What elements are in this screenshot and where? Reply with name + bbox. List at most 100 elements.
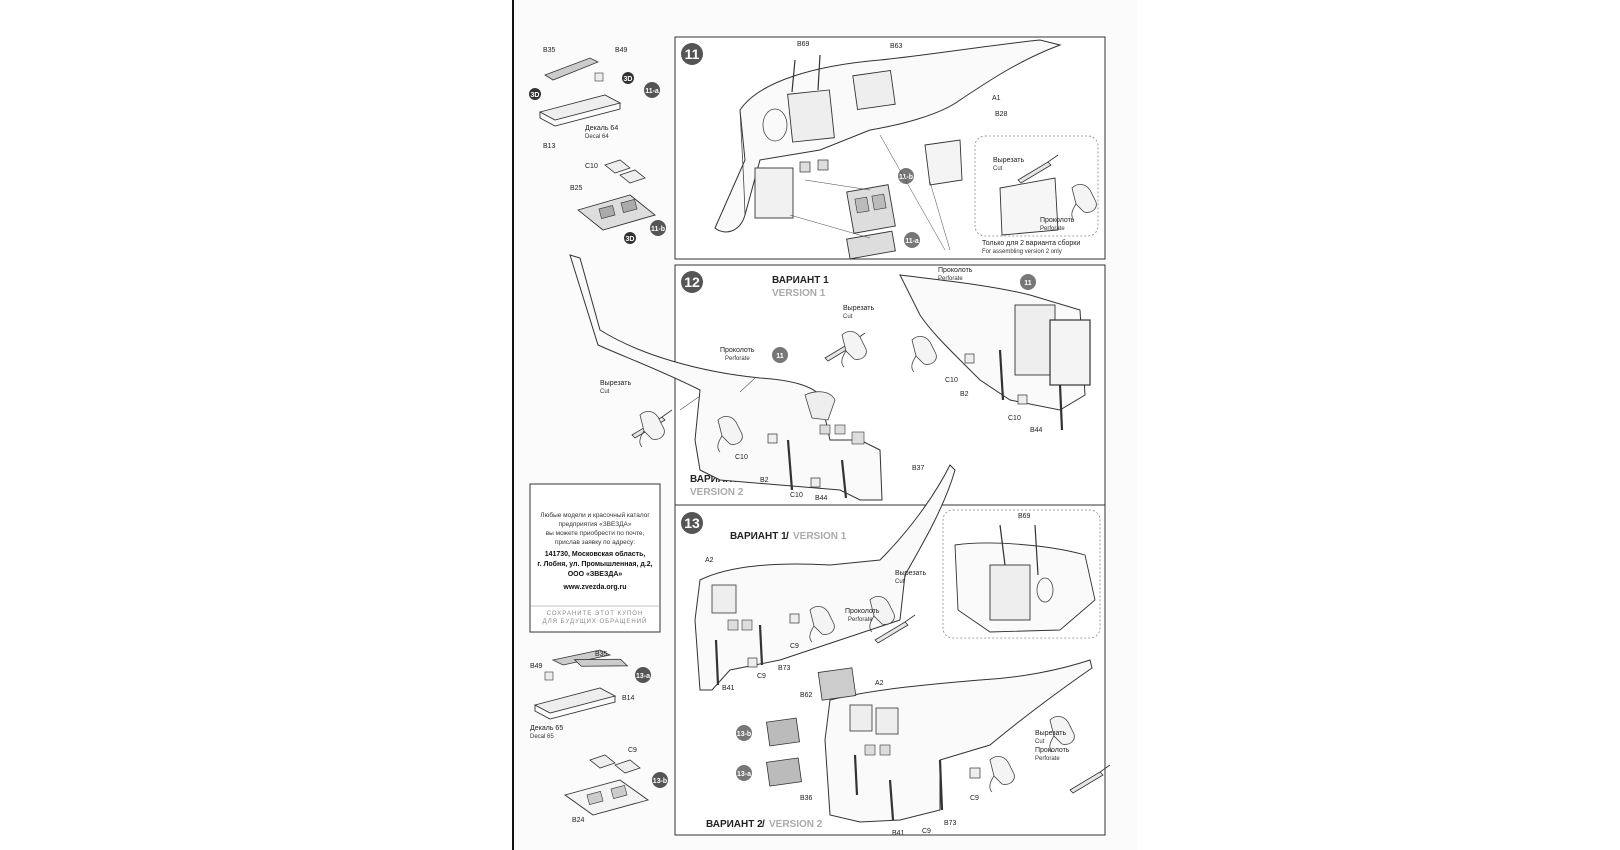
window-B28 (924, 139, 963, 186)
label-13b-C9: C9 (628, 747, 637, 754)
step-12-ref-11-v1: 11 (1024, 280, 1032, 287)
window-B63 (852, 70, 896, 110)
label-13-B36: B36 (800, 795, 813, 802)
coupon-line-3: вы можете приобрести по почте, (546, 529, 645, 537)
step-12-cut-en-v1: Cut (843, 314, 853, 320)
x3-11b: 3D (626, 236, 635, 243)
step-11-sub-b: 11-b (899, 174, 913, 181)
step-12-cut-ru-v2: Вырезать (600, 380, 631, 387)
step-13-sub-b: 13-b (737, 731, 751, 738)
sub-assembly-11b: C10 B25 11-b 3D (570, 159, 666, 244)
x3-11a-right: 3D (624, 76, 633, 83)
page-edge (512, 0, 514, 850)
label-12-B2-a: B2 (760, 477, 769, 484)
badge-13b: 13-b (653, 778, 667, 785)
step-12-perf-en-v2: Perforate (725, 356, 750, 362)
badge-11a: 11-a (645, 88, 659, 95)
coupon-website: www.zvezda.org.ru (562, 584, 626, 591)
step-12-number: 12 (684, 274, 700, 290)
label-13a-B14: B14 (622, 695, 635, 702)
coupon-line-1: Любые модели и красочный каталог (540, 511, 650, 519)
step-13-version-1-en: VERSION 1 (793, 531, 847, 542)
step-11-perf-ru: Проколоть (1040, 217, 1075, 224)
label-13-B73-b: B73 (944, 820, 957, 827)
coupon-address-3: ООО «ЗВЕЗДА» (568, 571, 623, 578)
label-13b-B24: B24 (572, 817, 585, 824)
label-13-C9-b: C9 (757, 673, 766, 680)
label-13-C9-d: C9 (970, 795, 979, 802)
step-13-panel: 13 ВАРИАНТ 1 / VERSION 1 ВАРИАНТ 2 / VER… (674, 464, 1111, 837)
label-12-B37: B37 (912, 465, 925, 472)
step-13-perf-ru-v2: Проколоть (1035, 747, 1070, 754)
coupon-address-1: 141730, Московская область, (545, 550, 646, 558)
label-B28: B28 (995, 111, 1008, 118)
sub-assembly-13a: B49 B35 B14 Декаль 65 Decal 65 13-a (530, 649, 651, 740)
step-13-perf-ru-v1: Проколоть (845, 608, 880, 615)
step-13-perf-en-v1: Perforate (848, 617, 873, 623)
step-13-version-1-ru: ВАРИАНТ 1 (730, 531, 787, 542)
label-13-C9-c: C9 (922, 828, 931, 835)
step-13-cut-en-v1: Cut (895, 579, 905, 585)
label-A1: A1 (992, 95, 1001, 102)
step-12-perf-ru-v2: Проколоть (720, 347, 755, 354)
x3-11a-left: 3D (531, 92, 540, 99)
label-B63: B63 (890, 43, 903, 50)
step-11-note-en: For assembling version 2 only (982, 249, 1062, 255)
step-11-sub-a: 11-a (905, 238, 919, 245)
label-13-B69: B69 (1018, 513, 1031, 520)
label-13-B41-b: B41 (892, 830, 905, 837)
label-13-B41-a: B41 (722, 685, 735, 692)
step-13-version-2-en: VERSION 2 (769, 819, 823, 830)
fuselage-13-version-2 (824, 659, 1093, 823)
step-13-sub-a: 13-a (737, 771, 751, 778)
step-12-ref-11-v2: 11 (776, 353, 784, 360)
label-13a-B49: B49 (530, 663, 543, 670)
label-11a-B49: B49 (615, 47, 628, 54)
step-12-panel: 12 ВАРИАНТ 1 VERSION 1 ВАРИАНТ 2 VERSION… (569, 254, 1106, 508)
step-13-cut-ru-v2: Вырезать (1035, 730, 1066, 737)
step-13-perf-en-v2: Perforate (1035, 756, 1060, 762)
label-13a-decal-en: Decal 65 (530, 734, 554, 740)
step-13-cut-en-v2: Cut (1035, 739, 1045, 745)
label-11a-B35: B35 (543, 47, 556, 54)
label-12-C10-c: C10 (945, 377, 958, 384)
part-B62 (817, 667, 857, 701)
coupon-box: Любые модели и красочный каталог предпри… (529, 483, 661, 633)
step-12-perf-ru-v1: Проколоть (938, 267, 973, 274)
coupon-address-2: г. Лобня, ул. Промышленная, д.2, (537, 560, 652, 568)
label-11a-decal-ru: Декаль 64 (585, 125, 618, 132)
label-12-B44-b: B44 (1030, 427, 1043, 434)
label-11a-B13: B13 (543, 143, 556, 150)
label-13-C9-a: C9 (790, 643, 799, 650)
label-11b-B25: B25 (570, 185, 583, 192)
badge-13a: 13-a (636, 673, 650, 680)
step-12-perf-en-v1: Perforate (938, 276, 963, 282)
slash-2: / (762, 819, 765, 830)
step-13-cut-ru-v1: Вырезать (895, 570, 926, 577)
label-12-B2-b: B2 (960, 391, 969, 398)
label-12-B44-a: B44 (815, 495, 828, 502)
step-11-panel: 11 11-b 11-a B69 B63 A1 B28 (674, 36, 1106, 260)
step-11-cut-ru: Вырезать (993, 157, 1024, 164)
label-11a-decal-en: Decal 64 (585, 134, 609, 140)
label-12-C10-b: C10 (790, 492, 803, 499)
fuselage-A1 (714, 39, 1062, 233)
label-12-C10-d: C10 (1008, 415, 1021, 422)
label-13-A2-a: A2 (705, 557, 714, 564)
step-13-version-2-ru: ВАРИАНТ 2 (706, 819, 763, 830)
label-13a-decal-ru: Декаль 65 (530, 725, 563, 732)
step-12-cut-en-v2: Cut (600, 389, 610, 395)
coupon-line-2: предприятия «ЗВЕЗДА» (559, 521, 632, 528)
label-13-B73-a: B73 (778, 665, 791, 672)
step-12-version-1-ru: ВАРИАНТ 1 (772, 275, 829, 286)
label-13-A2-b: A2 (875, 680, 884, 687)
badge-11b: 11-b (651, 226, 665, 233)
step-12-version-1-en: VERSION 1 (772, 288, 826, 299)
coupon-footer-2: ДЛЯ БУДУЩИХ ОБРАЩЕНИЙ (543, 617, 648, 625)
slash-1: / (786, 531, 789, 542)
step-12-cut-ru-v1: Вырезать (843, 305, 874, 312)
step-11-note-ru: Только для 2 варианта сборки (982, 239, 1080, 247)
step-11-number: 11 (685, 46, 700, 62)
label-12-C10-a: C10 (735, 454, 748, 461)
